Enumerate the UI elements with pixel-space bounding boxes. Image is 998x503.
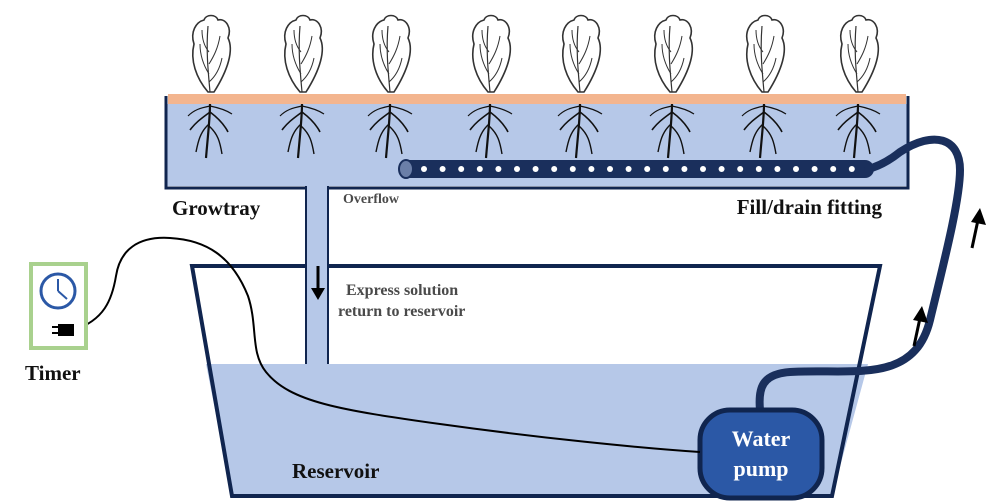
supply-hose (755, 135, 965, 414)
overflow-label: Overflow (343, 192, 400, 207)
pipe-hole (439, 166, 446, 172)
pipe-hole (607, 166, 613, 172)
pipe-hole (681, 166, 688, 172)
lettuce-plant-icon (367, 14, 413, 159)
pipe-hole (514, 166, 520, 172)
pipe-hole (625, 166, 632, 172)
pipe-hole (551, 166, 558, 172)
lettuce-plant-icon (835, 14, 881, 159)
pipe-hole (644, 166, 651, 172)
plants (187, 14, 881, 159)
pipe-hole (848, 166, 855, 172)
water-pump-body (697, 407, 825, 501)
water-pump-label-line1: Water (732, 426, 791, 451)
pipe-hole (737, 166, 744, 172)
pipe-hole (774, 166, 781, 172)
fill-drain-label: Fill/drain fitting (737, 195, 883, 219)
pipe-hole (532, 166, 539, 172)
pipe-hole (718, 166, 725, 172)
timer (29, 262, 88, 350)
pipe-hole (793, 166, 799, 172)
pipe-holes (421, 166, 855, 172)
lettuce-plant-icon (187, 14, 233, 159)
express-solution-label-line2: return to reservoir (338, 303, 465, 320)
lettuce-plant-icon (467, 14, 513, 159)
pipe-hole (458, 166, 465, 172)
growing-medium-strip (168, 94, 906, 104)
reservoir-outline (189, 264, 883, 498)
growtray-outline (164, 96, 910, 190)
pipe-hole (476, 166, 483, 172)
fill-drain-pipe (398, 159, 874, 179)
timer-cord (73, 236, 701, 453)
water-pump-label-line2: pump (733, 456, 788, 481)
pipe-hole (569, 166, 576, 172)
express-solution-label-line1: Express solution (346, 282, 458, 299)
lettuce-plant-icon (279, 14, 325, 159)
lettuce-plant-icon (649, 14, 695, 159)
pipe-hole (588, 166, 595, 172)
up-arrow-icon (912, 306, 928, 347)
water-pump: Water pump (697, 407, 825, 501)
clock-icon (39, 272, 77, 310)
down-arrow-icon (311, 266, 325, 300)
lettuce-plant-icon (557, 14, 603, 159)
pipe-hole (662, 166, 669, 172)
pipe-hole (830, 166, 837, 172)
up-arrow-icon (970, 208, 986, 249)
reservoir-label: Reservoir (292, 459, 379, 483)
growtray-label: Growtray (172, 196, 261, 220)
pipe-hole (811, 166, 818, 172)
timer-label: Timer (25, 361, 81, 385)
lettuce-plant-icon (741, 14, 787, 159)
pipe-hole (700, 166, 706, 172)
pipe-hole (421, 166, 427, 172)
pipe-hole (495, 166, 502, 172)
plug-icon (52, 324, 74, 336)
flow-arrows (311, 208, 986, 347)
pipe-hole (755, 166, 762, 172)
